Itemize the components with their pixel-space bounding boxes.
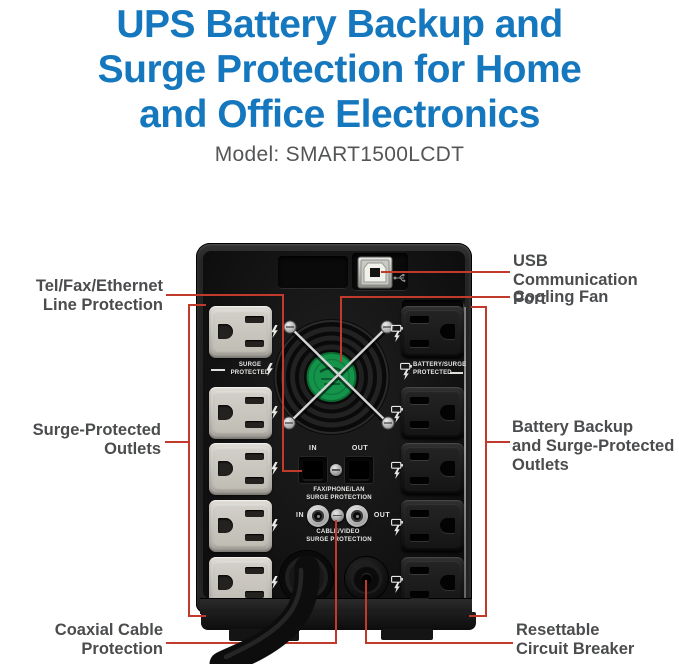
surge-outlet-2 <box>209 387 272 439</box>
lightning-bolt-icon <box>271 462 278 475</box>
screw-icon <box>331 509 344 522</box>
outlet-column-trim <box>464 307 466 608</box>
model-number: Model: SMART1500LCDT <box>214 143 465 166</box>
coax-connector-in <box>307 505 329 527</box>
callout-line-battery-connector <box>487 441 510 443</box>
battery-icon <box>391 461 403 469</box>
label-battery-outlets: Battery Backup and Surge-Protected Outle… <box>512 418 675 474</box>
cable-out-label: OUT <box>373 512 391 519</box>
lightning-bolt-icon <box>394 468 400 479</box>
lightning-bolt-icon <box>271 519 278 532</box>
fax-section-title-1: FAX/PHONE/LAN <box>313 487 365 493</box>
screw-icon <box>330 464 342 476</box>
lightning-bolt-icon <box>394 525 400 536</box>
battery-outlet-2 <box>401 387 464 439</box>
callout-bracket-right-top-tick <box>471 306 485 308</box>
rj-jack-out <box>344 456 374 484</box>
callout-bracket-right-bottom-tick <box>469 615 485 617</box>
caption-dash <box>211 369 225 371</box>
surge-protected-caption-2: PROTECTED <box>230 370 270 376</box>
label-surge-outlets: Surge-Protected Outlets <box>32 421 161 458</box>
label-cooling-fan: Cooling Fan <box>513 288 609 306</box>
lightning-bolt-icon <box>394 331 400 342</box>
label-usb: USB Communication Port <box>513 252 638 308</box>
lightning-bolt-icon <box>271 406 278 419</box>
callout-line-coax-v <box>335 520 337 644</box>
surge-protected-caption-1: SURGE <box>238 362 262 368</box>
lightning-bolt-icon <box>394 582 400 593</box>
callout-line-telfax-v <box>282 294 284 472</box>
label-circuit-breaker: Resettable Circuit Breaker <box>516 621 635 658</box>
coax-connector-out <box>346 505 368 527</box>
usb-b-port <box>357 256 393 289</box>
caption-dash <box>450 372 463 374</box>
lightning-bolt-icon <box>271 576 278 589</box>
callout-line-breaker-h <box>365 642 513 644</box>
fax-in-label: IN <box>309 445 317 452</box>
lightning-bolt-icon <box>266 363 273 376</box>
rubber-foot <box>381 629 433 640</box>
title-line-2: Surge Protection for Home <box>97 48 582 91</box>
callout-bracket-left-bottom-tick <box>188 615 206 617</box>
fan-sticker <box>306 352 357 402</box>
fax-section-title-2: SURGE PROTECTION <box>306 495 372 501</box>
callout-line-surge-connector <box>165 441 188 443</box>
fan-guard-wires <box>287 326 390 427</box>
cable-section-title-2: SURGE PROTECTION <box>306 537 372 543</box>
callout-bracket-right <box>485 306 487 617</box>
cable-in-label: IN <box>296 512 304 519</box>
lightning-bolt-icon <box>403 369 409 380</box>
lightning-bolt-icon <box>271 325 278 338</box>
fax-out-label: OUT <box>351 445 369 452</box>
rj-jack-in <box>298 456 328 484</box>
surge-outlet-3 <box>209 443 272 495</box>
fan-screws <box>282 320 395 430</box>
callout-line-telfax-end <box>282 470 302 472</box>
callout-bracket-left <box>188 304 190 617</box>
label-coaxial: Coaxial Cable Protection <box>54 621 163 658</box>
battery-outlet-4 <box>401 500 464 552</box>
callout-line-usb <box>381 271 510 273</box>
callout-bracket-left-top-tick <box>188 304 206 306</box>
battery-icon <box>391 405 403 413</box>
battery-icon <box>391 575 403 583</box>
top-vent-recess <box>278 256 348 289</box>
battery-surge-caption-2: PROTECTED <box>413 370 452 376</box>
title-line-3: and Office Electronics <box>139 93 540 136</box>
callout-line-breaker-v <box>365 580 367 644</box>
label-tel-fax: Tel/Fax/Ethernet Line Protection <box>35 277 163 314</box>
surge-outlet-4 <box>209 500 272 552</box>
cooling-fan <box>273 319 395 435</box>
battery-outlet-3 <box>401 443 464 495</box>
usb-trident-icon <box>393 274 406 282</box>
callout-line-fan-v <box>340 296 342 362</box>
lightning-bolt-icon <box>394 412 400 423</box>
surge-outlet-1 <box>209 306 272 358</box>
callout-line-fan-h <box>340 296 510 298</box>
battery-outlet-1 <box>401 306 464 358</box>
battery-icon <box>400 362 412 370</box>
battery-icon <box>391 518 403 526</box>
battery-surge-caption-1: BATTERY/SURGE <box>413 362 467 368</box>
title-line-1: UPS Battery Backup and <box>116 3 563 46</box>
power-cord <box>209 555 320 664</box>
page-title: UPS Battery Backup and Surge Protection … <box>0 2 679 137</box>
cable-section-title-1: CABLE/VIDEO <box>316 529 360 535</box>
callout-line-telfax-h <box>166 294 284 296</box>
battery-icon <box>391 324 403 332</box>
